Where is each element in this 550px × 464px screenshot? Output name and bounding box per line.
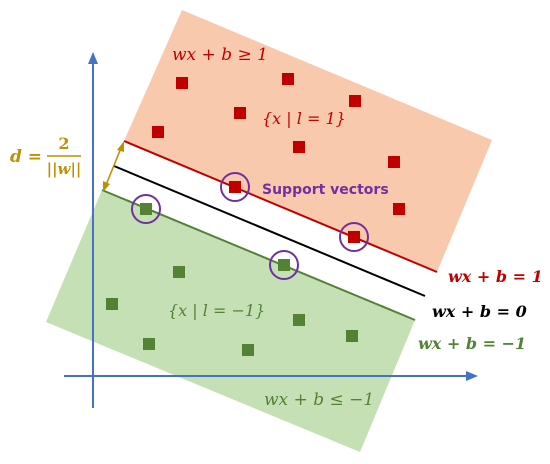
negative-point [106, 298, 118, 310]
hyperplane-equation: wx + b = 0 [432, 302, 527, 321]
negative-point [293, 314, 305, 326]
positive-point [152, 126, 164, 138]
positive-support-vector [348, 231, 360, 243]
negative-point [346, 330, 358, 342]
distance-numerator: 2 [58, 134, 69, 153]
distance-lhs: d = [10, 147, 42, 167]
distance-denominator: ||w|| [47, 160, 82, 178]
positive-point [388, 156, 400, 168]
support-vector-circle [269, 250, 299, 280]
positive-point [349, 95, 361, 107]
negative-point [242, 344, 254, 356]
support-vector-circle [131, 194, 161, 224]
positive-point [176, 77, 188, 89]
positive-point [293, 141, 305, 153]
negative-margin-line [101, 189, 416, 321]
x-axis-arrow [466, 371, 478, 381]
negative-region-inequality: wx + b ≤ −1 [264, 390, 374, 410]
hyperplane-line [113, 165, 426, 297]
negative-margin-equation: wx + b = −1 [418, 334, 526, 353]
negative-region [46, 190, 415, 452]
negative-point [173, 266, 185, 278]
positive-point [393, 203, 405, 215]
positive-point [282, 73, 294, 85]
support-vector-circle [339, 222, 369, 252]
negative-support-vector [278, 259, 290, 271]
negative-point [143, 338, 155, 350]
support-vector-circle [220, 172, 250, 202]
distance-arrowhead-bottom [103, 181, 110, 192]
distance-arrowhead-top [117, 141, 124, 152]
negative-set-label: {x | l = −1} [168, 301, 265, 320]
positive-support-vector [229, 181, 241, 193]
positive-region-inequality: wx + b ≥ 1 [172, 45, 268, 65]
distance-arrow [105, 147, 122, 186]
positive-point [234, 107, 246, 119]
positive-set-label: {x | l = 1} [262, 109, 346, 128]
y-axis-arrow [88, 52, 98, 64]
support-vectors-label: Support vectors [262, 182, 389, 198]
negative-support-vector [140, 203, 152, 215]
positive-margin-line [123, 140, 438, 273]
positive-margin-equation: wx + b = 1 [448, 267, 543, 286]
